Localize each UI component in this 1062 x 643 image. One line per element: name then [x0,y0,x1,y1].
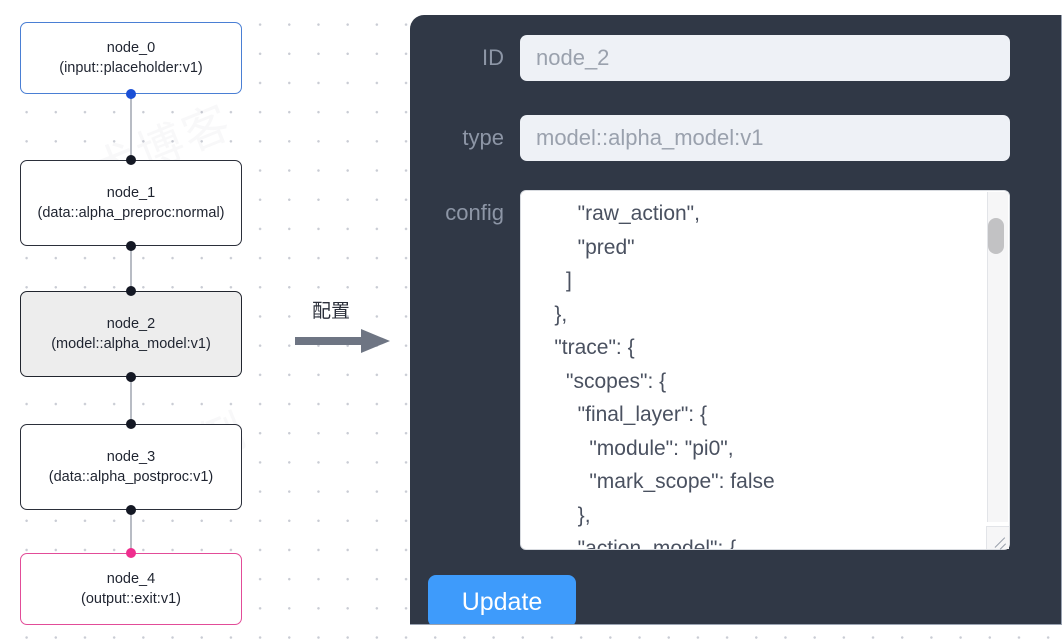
node-handle-source-node_1[interactable] [126,241,136,251]
node-handle-target-node_3[interactable] [126,419,136,429]
node-label: node_1(data::alpha_preproc:normal) [27,183,235,224]
node-title: node_4 [106,570,156,587]
id-field-row: ID [410,35,1010,81]
graph-node-node_3[interactable]: node_3(data::alpha_postproc:v1) [20,424,242,510]
node-subtitle: (data::alpha_postproc:v1) [48,469,214,485]
graph-node-node_1[interactable]: node_1(data::alpha_preproc:normal) [20,160,242,246]
type-field-row: type [410,115,1010,161]
graph-node-node_2[interactable]: node_2(model::alpha_model:v1) [20,291,242,377]
type-field-label: type [462,125,504,150]
node-handle-target-node_1[interactable] [126,155,136,165]
node-title: node_2 [106,315,156,332]
node-config-panel: ID type config "raw_action", "pred" ] },… [410,15,1062,625]
node-label: node_3(data::alpha_postproc:v1) [27,447,235,488]
update-button[interactable]: Update [428,575,576,624]
node-handle-target-node_2[interactable] [126,286,136,296]
node-title: node_3 [106,448,156,465]
node-handle-source-node_3[interactable] [126,505,136,515]
edge-node2-node3 [130,373,132,430]
node-subtitle: (input::placeholder:v1) [59,60,203,76]
node-handle-source-node_2[interactable] [126,372,136,382]
flow-arrow-group: 配置 [295,296,395,358]
config-scrollbar-thumb[interactable] [988,218,1004,254]
flow-arrow-icon [295,329,390,353]
config-resize-handle[interactable] [986,526,1009,549]
node-handle-source-node_0[interactable] [126,89,136,99]
id-field-label: ID [482,45,504,70]
node-label: node_0(input::placeholder:v1) [27,38,235,79]
config-textarea[interactable]: "raw_action", "pred" ] }, "trace": { "sc… [520,190,1010,550]
graph-node-node_4[interactable]: node_4(output::exit:v1) [20,553,242,625]
node-title: node_0 [106,39,156,56]
type-input[interactable] [520,115,1010,161]
config-textarea-wrap: "raw_action", "pred" ] }, "trace": { "sc… [520,190,1010,550]
flow-arrow-label: 配置 [311,300,350,322]
edge-node3-node4 [130,506,132,559]
node-label: node_2(model::alpha_model:v1) [27,314,235,355]
config-field-row: config "raw_action", "pred" ] }, "trace"… [410,190,1010,550]
node-handle-target-node_4[interactable] [126,548,136,558]
node-title: node_1 [106,184,156,201]
edge-node1-node2 [130,242,132,297]
config-scrollbar-track[interactable] [987,192,1008,522]
config-field-label: config [445,200,504,225]
graph-node-node_0[interactable]: node_0(input::placeholder:v1) [20,22,242,94]
node-subtitle: (data::alpha_preproc:normal) [37,205,225,221]
edge-node0-node1 [130,90,132,166]
id-input[interactable] [520,35,1010,81]
node-subtitle: (model::alpha_model:v1) [51,336,211,352]
node-label: node_4(output::exit:v1) [27,569,235,610]
node-subtitle: (output::exit:v1) [81,591,181,607]
